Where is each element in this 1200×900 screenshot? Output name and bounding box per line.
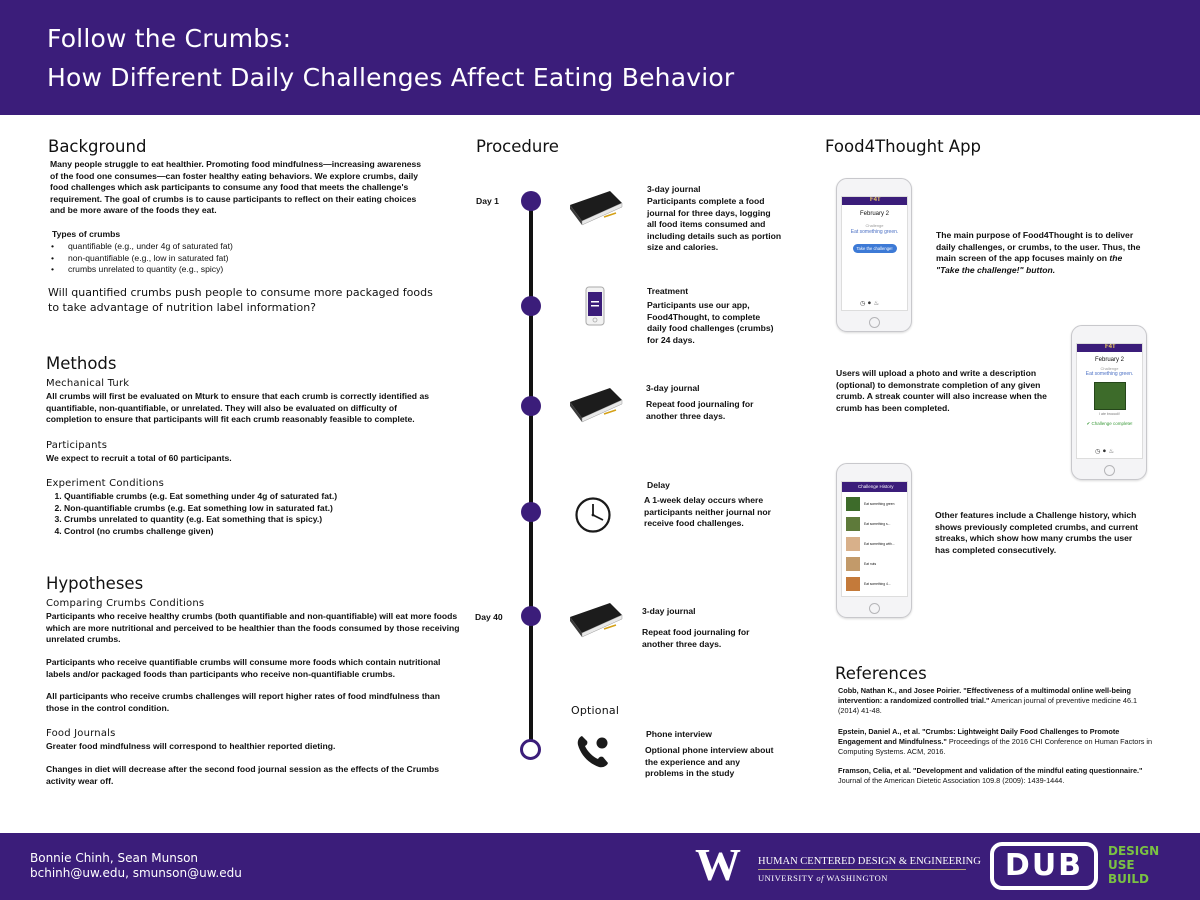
mturk-heading: Mechanical Turk: [46, 378, 130, 389]
background-heading: Background: [48, 137, 147, 156]
clock-icon: [575, 497, 611, 533]
timeline-dot: [521, 606, 541, 626]
condition-item: Quantifiable crumbs (e.g. Eat something …: [64, 491, 404, 503]
research-question: Will quantified crumbs push people to co…: [48, 286, 433, 314]
home-button: [869, 317, 880, 328]
types-item: non-quantifiable (e.g., low in saturated…: [50, 253, 410, 265]
history-item: Eat something s...: [846, 514, 905, 534]
hypothesis-2: Participants who receive quantifiable cr…: [46, 657, 441, 679]
journal-icon: [570, 603, 623, 638]
day-40-label: Day 40: [475, 612, 503, 622]
reference-3: Framson, Celia, et al. "Development and …: [838, 766, 1143, 785]
broccoli-photo: [1093, 382, 1126, 410]
journal-icon: [570, 388, 623, 423]
step-4-text: A 1-week delay occurs where participants…: [644, 495, 772, 529]
history-item: Eat something green: [846, 494, 905, 514]
step-6-text: Optional phone interview about the exper…: [645, 745, 774, 779]
poster-title-line-1: Follow the Crumbs:: [47, 24, 292, 53]
food-journals-heading: Food Journals: [46, 728, 116, 739]
step-6-title: Phone interview: [646, 729, 712, 739]
author-block: Bonnie Chinh, Sean Munson bchinh@uw.edu,…: [30, 851, 242, 881]
timeline-line: [529, 200, 533, 750]
challenge-complete-text: ✔ Challenge complete!: [1086, 421, 1133, 426]
timeline-dot: [521, 296, 541, 316]
types-list: quantifiable (e.g., under 4g of saturate…: [50, 241, 410, 276]
screen-nav-icons: ◷ ⚫ ♨: [860, 301, 879, 307]
reference-1: Cobb, Nathan K., and Josee Poirier. "Eff…: [838, 686, 1138, 715]
conditions-heading: Experiment Conditions: [46, 478, 165, 489]
condition-item: Non-quantifiable crumbs (e.g. Eat someth…: [64, 503, 404, 515]
app-phone-icon: [585, 286, 605, 326]
participants-text: We expect to recruit a total of 60 parti…: [46, 453, 232, 463]
step-2-title: Treatment: [647, 286, 689, 296]
hypothesis-4: Greater food mindfulness will correspond…: [46, 741, 336, 751]
step-3-title: 3-day journal: [646, 383, 700, 393]
hcde-line-1: HUMAN CENTERED DESIGN & ENGINEERING: [758, 856, 981, 867]
optional-label: Optional: [571, 704, 620, 717]
hypothesis-1: Participants who receive healthy crumbs …: [46, 611, 460, 645]
participants-heading: Participants: [46, 440, 108, 451]
comparing-heading: Comparing Crumbs Conditions: [46, 598, 205, 609]
poster-footer: Bonnie Chinh, Sean Munson bchinh@uw.edu,…: [0, 833, 1200, 900]
app-logo: F4T: [870, 197, 881, 203]
step-4-title: Delay: [647, 480, 670, 490]
app-description-2: Users will upload a photo and write a de…: [836, 368, 1047, 413]
types-heading: Types of crumbs: [52, 229, 121, 239]
types-item: crumbs unrelated to quantity (e.g., spic…: [50, 264, 410, 276]
history-title: Challenge History: [858, 484, 894, 489]
author-names: Bonnie Chinh, Sean Munson: [30, 851, 199, 865]
condition-item: Control (no crumbs challenge given): [64, 526, 404, 538]
methods-heading: Methods: [46, 354, 117, 373]
step-5-text: Repeat food journaling for another three…: [642, 627, 750, 649]
screen-date: February 2: [859, 211, 889, 217]
timeline-dot: [521, 502, 541, 522]
step-1-title: 3-day journal: [647, 184, 701, 194]
hcde-line-2: UNIVERSITY of WASHINGTON: [758, 873, 888, 883]
history-item: Eat nuts: [846, 554, 905, 574]
poster-title-line-2: How Different Daily Challenges Affect Ea…: [47, 63, 735, 92]
condition-item: Crumbs unrelated to quantity (e.g. Eat s…: [64, 514, 404, 526]
timeline-dot: [521, 191, 541, 211]
hcde-divider: [758, 869, 966, 870]
step-1-text: Participants complete a food journal for…: [647, 196, 782, 253]
step-5-title: 3-day journal: [642, 606, 696, 616]
screen-challenge: Eat something green.: [850, 229, 899, 235]
author-emails: bchinh@uw.edu, smunson@uw.edu: [30, 866, 242, 880]
journal-icon: [570, 191, 623, 226]
photo-caption: I ate broccoli!: [1099, 412, 1120, 416]
step-3-text: Repeat food journaling for another three…: [646, 399, 754, 421]
app-heading: Food4Thought App: [825, 137, 982, 156]
timeline-open-dot: [520, 739, 541, 760]
day-1-label: Day 1: [476, 196, 499, 206]
conditions-list: Quantifiable crumbs (e.g. Eat something …: [44, 491, 404, 537]
procedure-heading: Procedure: [476, 137, 559, 156]
hypothesis-3: All participants who receive crumbs chal…: [46, 691, 440, 713]
app-description-3: Other features include a Challenge histo…: [935, 510, 1138, 555]
screen-challenge-label: Challenge: [865, 223, 884, 228]
poster-header: Follow the Crumbs: How Different Daily C…: [0, 0, 1200, 115]
reference-2: Epstein, Daniel A., et al. "Crumbs: Ligh…: [838, 727, 1153, 756]
app-screenshot-history: Challenge History Eat something green Ea…: [836, 463, 912, 618]
mturk-text: All crumbs will first be evaluated on Mt…: [46, 391, 429, 425]
references-heading: References: [835, 664, 927, 683]
hypotheses-heading: Hypotheses: [46, 574, 144, 593]
uw-w-logo: W: [695, 839, 741, 890]
dub-logo: DUB: [990, 842, 1098, 890]
app-screenshot-main: F4T February 2 Challenge Eat something g…: [836, 178, 912, 332]
timeline-dot: [521, 396, 541, 416]
background-paragraph: Many people struggle to eat healthier. P…: [50, 159, 422, 216]
history-item: Eat something 4...: [846, 574, 905, 594]
take-challenge-button[interactable]: Take the challenge!: [852, 244, 897, 253]
dub-tagline: DESIGN USE BUILD: [1108, 844, 1160, 886]
types-item: quantifiable (e.g., under 4g of saturate…: [50, 241, 410, 253]
hypothesis-5: Changes in diet will decrease after the …: [46, 764, 440, 786]
step-2-text: Participants use our app, Food4Thought, …: [647, 300, 774, 345]
telephone-icon: [577, 736, 608, 768]
history-item: Eat something with...: [846, 534, 905, 554]
app-screenshot-complete: F4T February 2 Challenge Eat something g…: [1071, 325, 1147, 480]
app-description-1: The main purpose of Food4Thought is to d…: [936, 230, 1141, 275]
